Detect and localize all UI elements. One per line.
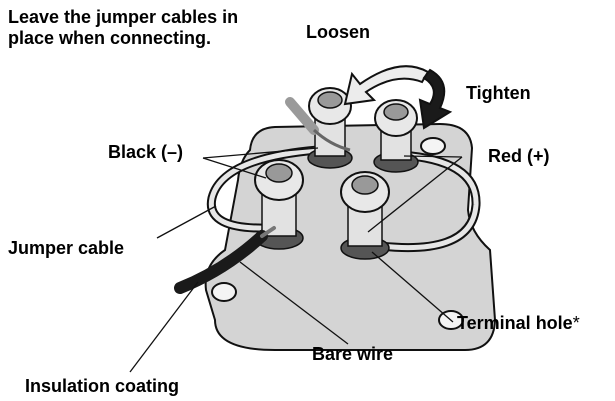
power-wire-grey (285, 97, 319, 135)
terminal-front-left (254, 159, 304, 250)
tighten-arrow-icon (418, 68, 453, 130)
power-wire-black (174, 230, 268, 294)
mounting-hole (420, 137, 446, 155)
terminal-hole-mark: * (572, 313, 580, 333)
instruction-note: Leave the jumper cables in place when co… (8, 7, 239, 48)
loosen-arrow-icon (343, 65, 430, 106)
terminal-front-right (340, 171, 390, 260)
bare-wire-label: Bare wire (312, 344, 394, 364)
terminal-back-right (373, 99, 419, 173)
black-negative-label: Black (–) (108, 142, 184, 162)
leader-lines (129, 147, 463, 373)
red-positive-label: Red (+) (488, 146, 550, 166)
terminal-hole-text: Terminal hole (457, 313, 573, 333)
terminal-hole-label: Terminal hole* (457, 313, 580, 334)
mounting-hole (211, 282, 237, 302)
loosen-label: Loosen (306, 22, 371, 42)
jumper-cable-label: Jumper cable (8, 238, 125, 258)
insulation-coating-label: Insulation coating (25, 376, 180, 396)
tighten-label: Tighten (466, 83, 531, 103)
